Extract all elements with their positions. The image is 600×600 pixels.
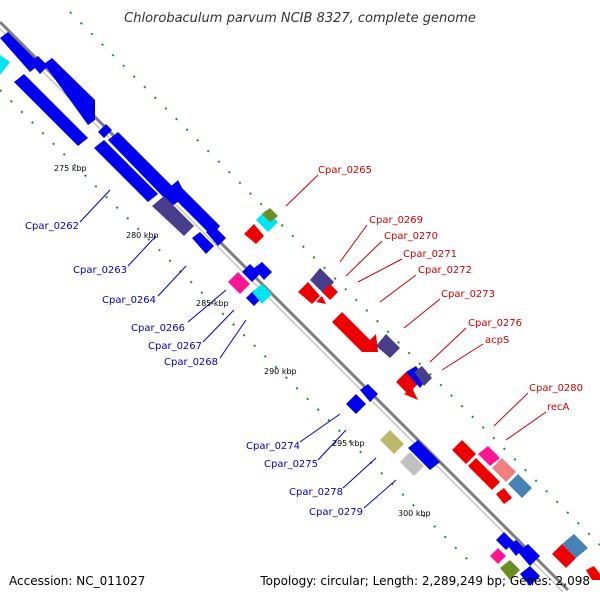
gene-arrow[interactable] — [452, 440, 476, 464]
gene-arrow[interactable] — [228, 272, 250, 294]
gene-arrow[interactable] — [562, 534, 588, 558]
gene-label-forward[interactable]: Cpar_0271 — [403, 249, 457, 260]
gene-label-reverse[interactable]: Cpar_0268 — [164, 357, 218, 368]
gene-arrow[interactable] — [508, 474, 532, 498]
gene-arrow[interactable] — [254, 262, 272, 280]
gene-arrow[interactable] — [468, 458, 488, 478]
gene-label-forward[interactable]: acpS — [485, 335, 509, 346]
gene-label-reverse[interactable]: Cpar_0267 — [148, 341, 202, 352]
gene-arrow[interactable] — [520, 566, 540, 586]
gene-label-forward[interactable]: Cpar_0280 — [529, 383, 583, 394]
outer-dotted-guide — [69, 11, 600, 546]
gene-arrow[interactable] — [478, 446, 500, 466]
gene-arrow[interactable] — [98, 124, 112, 138]
accession-label: Accession: NC_011027 — [9, 574, 145, 588]
gene-label-reverse[interactable]: Cpar_0278 — [289, 487, 343, 498]
gene-label-forward[interactable]: Cpar_0270 — [384, 231, 438, 242]
gene-arrow[interactable] — [44, 58, 95, 125]
gene-label-reverse[interactable]: Cpar_0262 — [25, 221, 79, 232]
gene-arrow[interactable] — [252, 284, 272, 304]
gene-label-reverse[interactable]: Cpar_0274 — [246, 441, 300, 452]
gene-label-reverse[interactable]: Cpar_0275 — [264, 459, 318, 470]
gene-arrow[interactable] — [262, 208, 278, 222]
gene-arrow[interactable] — [108, 132, 186, 206]
reverse-strand-genes — [0, 32, 540, 586]
gene-arrow[interactable] — [496, 488, 512, 504]
reverse-leader-lines — [79, 189, 397, 509]
gene-arrow[interactable] — [586, 566, 600, 580]
tick-label: 290 kbp — [264, 367, 297, 376]
gene-arrow[interactable] — [322, 284, 338, 300]
gene-arrow[interactable] — [166, 182, 220, 236]
forward-strand-genes — [244, 208, 600, 580]
gene-arrow[interactable] — [94, 140, 158, 202]
gene-arrow[interactable] — [256, 210, 278, 232]
gene-arrow[interactable] — [346, 394, 366, 414]
gene-arrow[interactable] — [400, 452, 424, 476]
gene-arrow[interactable] — [332, 312, 378, 352]
gene-label-reverse[interactable]: Cpar_0279 — [309, 507, 363, 518]
gene-arrow[interactable] — [376, 334, 400, 358]
gene-label-forward[interactable]: Cpar_0269 — [369, 215, 423, 226]
gene-label-forward[interactable]: Cpar_0273 — [441, 289, 495, 300]
gene-arrow[interactable] — [244, 224, 264, 244]
gene-label-forward[interactable]: Cpar_0276 — [468, 318, 522, 329]
gene-label-reverse[interactable]: Cpar_0263 — [73, 265, 127, 276]
map-title: Chlorobaculum parvum NCIB 8327, complete… — [124, 11, 476, 26]
genome-backbone-line — [0, 28, 564, 593]
gene-arrow[interactable] — [316, 296, 326, 304]
gene-arrow[interactable] — [192, 232, 214, 254]
gene-arrow[interactable] — [298, 282, 320, 304]
tick-label: 300 kbp — [398, 509, 431, 518]
gene-arrow[interactable] — [414, 366, 432, 386]
gene-arrow[interactable] — [492, 458, 516, 482]
gene-label-forward[interactable]: Cpar_0265 — [318, 165, 372, 176]
gene-arrow[interactable] — [14, 74, 88, 146]
gene-arrow[interactable] — [500, 560, 520, 580]
gene-arrow[interactable] — [396, 372, 418, 394]
gene-label-reverse[interactable]: Cpar_0264 — [102, 295, 156, 306]
gene-arrow[interactable] — [552, 544, 576, 568]
tick-label: 280 kbp — [126, 231, 159, 240]
gene-arrow[interactable] — [152, 196, 194, 236]
gene-label-forward[interactable]: recA — [547, 402, 570, 413]
gene-arrow[interactable] — [380, 430, 404, 454]
gene-arrow[interactable] — [408, 440, 440, 470]
gene-label-forward[interactable]: Cpar_0272 — [418, 265, 472, 276]
gene-arrow[interactable] — [242, 264, 260, 282]
gene-arrow[interactable] — [206, 226, 226, 246]
inner-dotted-guide — [0, 89, 469, 561]
gene-arrow[interactable] — [518, 544, 540, 566]
gene-arrow[interactable] — [0, 55, 10, 75]
gene-arrow[interactable] — [406, 366, 426, 388]
gene-arrow[interactable] — [404, 388, 418, 400]
tick-label: 295 kbp — [332, 439, 365, 448]
gene-arrow[interactable] — [360, 384, 378, 402]
forward-leader-lines — [285, 174, 547, 441]
gene-arrow[interactable] — [490, 548, 506, 564]
gene-arrow[interactable] — [30, 56, 48, 74]
tick-label: 275 kbp — [54, 164, 87, 173]
genome-summary: Topology: circular; Length: 2,289,249 bp… — [259, 574, 590, 588]
tick-label: 285 kbp — [196, 299, 229, 308]
gene-label-reverse[interactable]: Cpar_0266 — [131, 323, 185, 334]
gene-arrow[interactable] — [480, 470, 500, 490]
